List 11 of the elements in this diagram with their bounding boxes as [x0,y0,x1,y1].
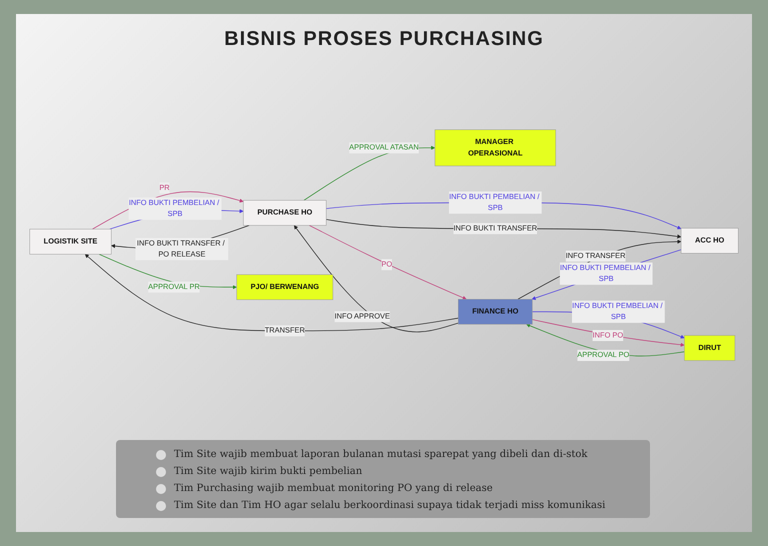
diagram-title: BISNIS PROSES PURCHASING [223,28,545,51]
note-text: Tim Site wajib membuat laporan bulanan mutasi sparepat yang dibeli dan di-stok [174,449,588,460]
note-text: Tim Purchasing wajib membuat monitoring PO yang di release [174,483,493,494]
note-text: Tim Site dan Tim HO agar selalu berkoordinasi supaya tidak terjadi miss komunikasi [174,500,606,511]
arrow [526,323,685,356]
note-text: Tim Site wajib kirim bukti pembelian [174,466,362,477]
arrow [532,249,682,300]
arrow [309,224,467,300]
arrow [294,224,459,332]
arrow [532,318,685,346]
arrow [326,218,682,238]
